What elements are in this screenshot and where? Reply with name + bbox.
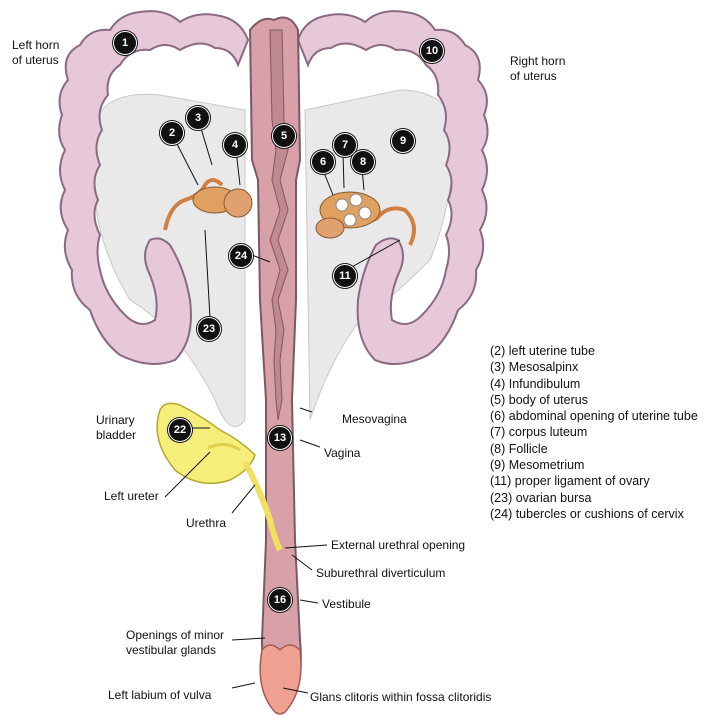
marker-4: 4 (223, 133, 247, 157)
legend-item: (5) body of uterus (490, 392, 588, 407)
legend: (2) left uterine tube (3) Mesosalpinx (4… (490, 343, 698, 522)
right-horn-label: Right horn of uterus (510, 54, 566, 83)
legend-item: (7) corpus luteum (490, 425, 588, 440)
marker-7: 7 (333, 133, 357, 157)
marker-10: 10 (420, 39, 444, 63)
abdominal-opening-of-uterine-tube (315, 217, 345, 239)
legend-item: (2) left uterine tube (490, 344, 595, 358)
legend-item: (3) Mesosalpinx (490, 360, 579, 375)
left-ureter-label: Left ureter (104, 489, 159, 503)
left-ureter (207, 443, 241, 452)
left-horn-label: Left horn of uterus (12, 38, 60, 67)
mesovagina-label: Mesovagina (342, 412, 407, 426)
legend-item: (4) Infundibulum (490, 376, 581, 391)
left-horn-of-uterus (58, 10, 250, 365)
marker-3: 3 (186, 106, 210, 130)
marker-8: 8 (351, 150, 375, 174)
marker-9: 9 (391, 129, 415, 153)
marker-13: 13 (268, 426, 292, 450)
urinary-bladder-label: Urinary bladder (96, 413, 137, 442)
marker-22: 22 (168, 418, 192, 442)
follicle (335, 198, 349, 212)
right-horn-of-uterus (296, 10, 489, 365)
marker-16: 16 (268, 588, 292, 612)
marker-24: 24 (229, 244, 253, 268)
follicle (349, 193, 363, 207)
marker-2: 2 (160, 121, 184, 145)
left-labium-of-vulva (259, 644, 302, 715)
left-labium-label: Left labium of vulva (108, 688, 212, 702)
legend-item: (8) Follicle (490, 441, 548, 456)
urethra-label: Urethra (186, 516, 227, 530)
vagina-label: Vagina (324, 446, 361, 460)
legend-item: (23) ovarian bursa (490, 490, 592, 505)
follicle (358, 206, 372, 220)
legend-item: (9) Mesometrium (490, 458, 585, 473)
marker-23: 23 (197, 317, 221, 341)
legend-item: (6) abdominal opening of uterine tube (490, 409, 698, 424)
openings-minor-vestibular-glands-label: Openings of minor vestibular glands (126, 628, 225, 657)
leader-lines (164, 124, 401, 694)
vestibule-label: Vestibule (322, 597, 371, 611)
left-infundibulum (223, 188, 253, 218)
marker-11: 11 (333, 264, 357, 288)
marker-5: 5 (272, 124, 296, 148)
legend-item: (24) tubercles or cushions of cervix (490, 506, 684, 521)
legend-item: (11) proper ligament of ovary (490, 474, 650, 489)
glans-clitoris-label: Glans clitoris within fossa clitoridis (310, 690, 492, 704)
external-urethral-opening-label: External urethral opening (331, 538, 466, 552)
follicle (343, 213, 357, 227)
marker-6: 6 (311, 150, 335, 174)
urethra (242, 460, 283, 552)
marker-1: 1 (113, 31, 137, 55)
suburethral-diverticulum-label: Suburethral diverticulum (316, 566, 446, 580)
